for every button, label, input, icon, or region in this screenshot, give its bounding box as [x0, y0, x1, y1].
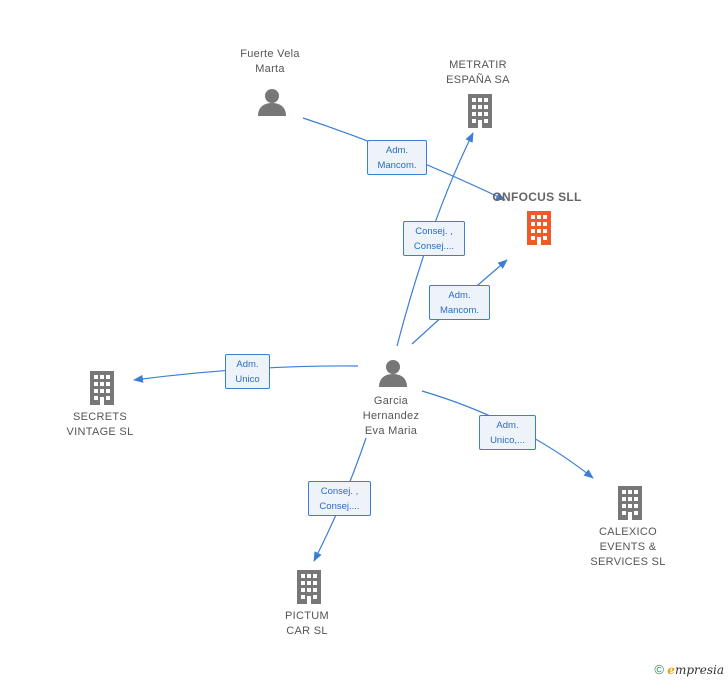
node-label-fuerte-vela-marta[interactable]: Fuerte Vela Marta: [240, 48, 300, 75]
building-icon-focus[interactable]: [527, 211, 551, 245]
edge-label-garcia-metratir[interactable]: Consej. , Consej....: [403, 221, 465, 256]
edge-label-garcia-calexico[interactable]: Adm. Unico,...: [479, 415, 536, 450]
building-icon[interactable]: [618, 486, 642, 520]
person-icon[interactable]: [379, 360, 407, 387]
node-label-onfocus-sll[interactable]: ONFOCUS SLL: [492, 190, 582, 204]
node-label-metratir-espana[interactable]: METRATIR ESPAÑA SA: [446, 59, 510, 86]
edge-label-garcia-secrets[interactable]: Adm. Unico: [225, 354, 270, 389]
copyright-symbol: ©: [654, 662, 664, 677]
edge-label-garcia-onfocus[interactable]: Adm. Mancom.: [429, 285, 490, 320]
empresia-logo[interactable]: empresia: [667, 663, 724, 677]
node-label-calexico-events[interactable]: CALEXICO EVENTS & SERVICES SL: [590, 526, 666, 568]
node-label-pictum-car[interactable]: PICTUM CAR SL: [285, 610, 329, 637]
building-icon[interactable]: [468, 94, 492, 128]
node-label-garcia-hernandez[interactable]: Garcia Hernandez Eva Maria: [362, 395, 420, 437]
person-icon[interactable]: [258, 89, 286, 116]
building-icon[interactable]: [90, 371, 114, 405]
empresia-watermark: © empresia: [654, 662, 724, 677]
building-icon[interactable]: [297, 570, 321, 604]
edge-label-garcia-pictum[interactable]: Consej. , Consej....: [308, 481, 371, 516]
node-label-secrets-vintage[interactable]: SECRETS VINTAGE SL: [66, 411, 134, 438]
edge-label-fuerte-onfocus[interactable]: Adm. Mancom.: [367, 140, 427, 175]
